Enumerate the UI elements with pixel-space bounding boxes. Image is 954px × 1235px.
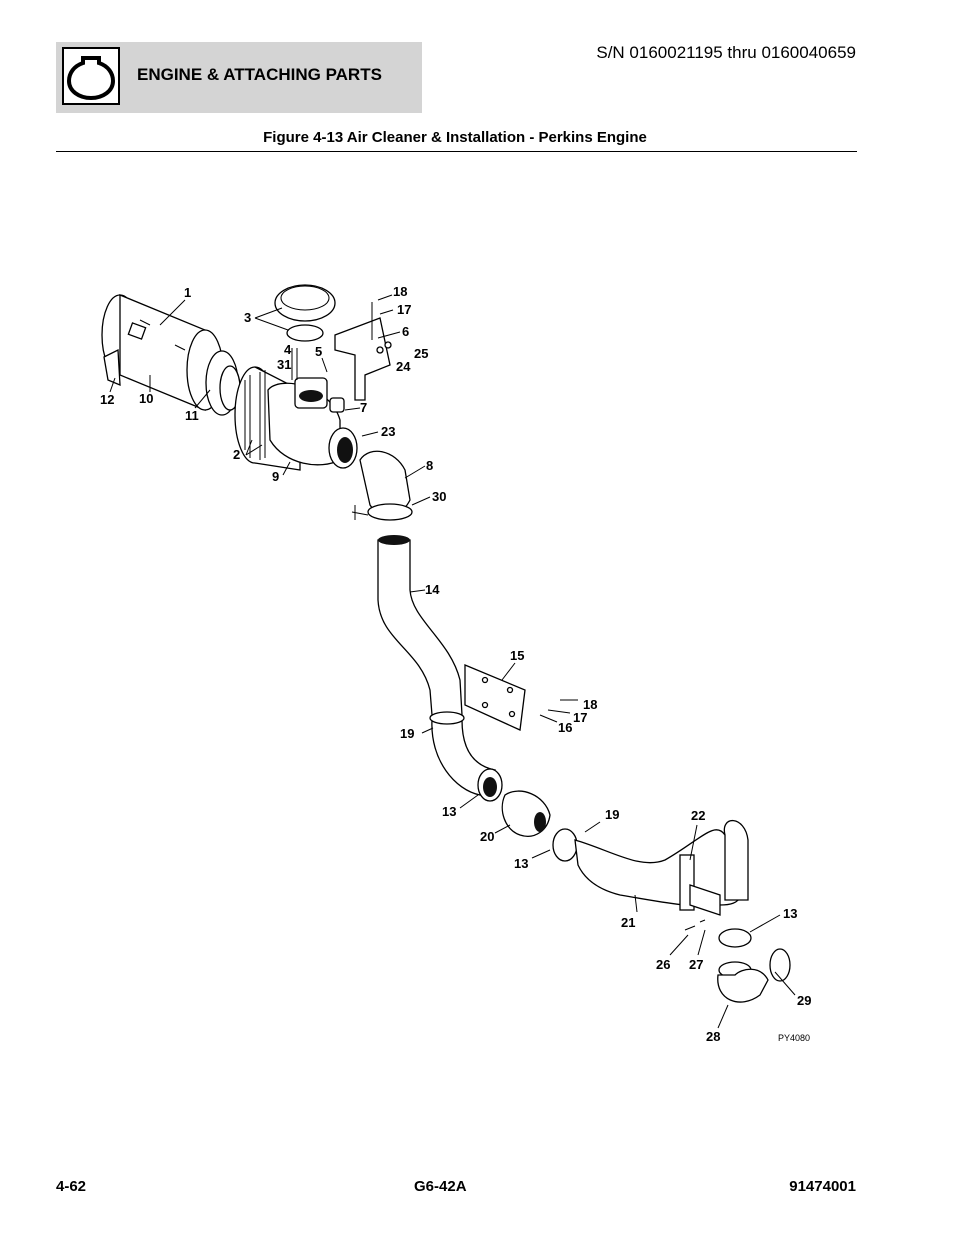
air-cleaner-housing <box>101 294 241 416</box>
callout-24: 24 <box>396 359 411 374</box>
callout-3: 3 <box>244 310 251 325</box>
callout-31: 31 <box>277 357 291 372</box>
callout-26: 26 <box>656 957 670 972</box>
intake-tube <box>377 535 463 716</box>
callout-11: 11 <box>185 408 199 423</box>
tube-bracket <box>464 664 526 731</box>
manual-part-number: 91474001 <box>789 1178 856 1195</box>
callout-13b: 13 <box>514 856 528 871</box>
precleaner-cap <box>274 284 336 342</box>
callout-27: 27 <box>689 957 703 972</box>
callout-18: 18 <box>393 284 407 299</box>
intake-hose-lower <box>429 711 503 802</box>
callout-22: 22 <box>691 808 705 823</box>
intake-elbow <box>351 450 413 521</box>
callout-6: 6 <box>402 324 409 339</box>
page-number: 4-62 <box>56 1178 87 1195</box>
serial-number-range: S/N 0160021195 thru 0160040659 <box>596 43 856 62</box>
callout-8: 8 <box>426 458 433 473</box>
callout-17b: 17 <box>573 710 587 725</box>
header-divider <box>56 151 857 152</box>
callout-10: 10 <box>139 391 153 406</box>
callout-23: 23 <box>381 424 395 439</box>
callout-18b: 18 <box>583 697 597 712</box>
leader-lines <box>109 294 796 1029</box>
callout-17: 17 <box>397 302 411 317</box>
callout-20: 20 <box>480 829 494 844</box>
callout-25: 25 <box>414 346 428 361</box>
callout-19: 19 <box>400 726 414 741</box>
callout-29: 29 <box>797 993 811 1008</box>
callout-1: 1 <box>184 285 191 300</box>
callout-7: 7 <box>360 400 367 415</box>
callout-14: 14 <box>425 582 440 597</box>
callout-13c: 13 <box>783 906 797 921</box>
model-number: G6-42A <box>414 1178 467 1195</box>
callout-labels: 1 18 17 3 6 4 5 25 31 24 12 10 7 11 23 2… <box>100 284 811 1044</box>
drawing-code: PY4080 <box>778 1033 810 1043</box>
callout-30: 30 <box>432 489 446 504</box>
mounting-bracket <box>334 302 392 401</box>
callout-4: 4 <box>284 342 292 357</box>
outlet-elbow <box>684 919 791 1003</box>
callout-16: 16 <box>558 720 572 735</box>
section-title: ENGINE & ATTACHING PARTS <box>137 65 382 84</box>
figure-title: Figure 4-13 Air Cleaner & Installation -… <box>263 129 647 146</box>
callout-2: 2 <box>233 447 240 462</box>
callout-21: 21 <box>621 915 635 930</box>
callout-9: 9 <box>272 469 279 484</box>
callout-28: 28 <box>706 1029 720 1044</box>
callout-13a: 13 <box>442 804 456 819</box>
callout-5: 5 <box>315 344 322 359</box>
callout-12: 12 <box>100 392 114 407</box>
callout-15: 15 <box>510 648 524 663</box>
engine-outline-icon <box>62 47 120 105</box>
callout-19b: 19 <box>605 807 619 822</box>
cleaner-body <box>267 377 358 469</box>
hump-hose <box>501 790 551 837</box>
intake-pipe <box>552 819 749 916</box>
